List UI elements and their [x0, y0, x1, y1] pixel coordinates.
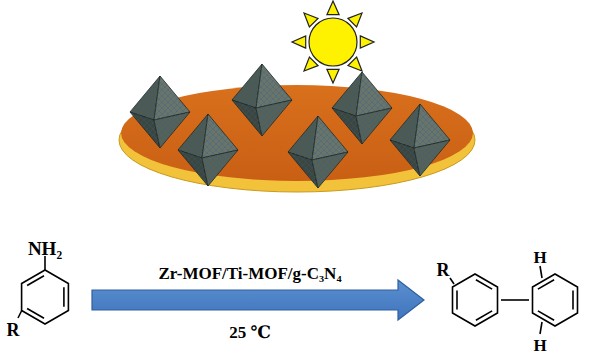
hydrogen-label: H [533, 249, 546, 266]
ring-outline [533, 274, 578, 326]
amine-group: NH₂ [28, 239, 62, 258]
sun [292, 1, 374, 83]
double-bond [476, 311, 492, 320]
sun-ray [360, 36, 374, 48]
sun-disc [309, 18, 357, 66]
mesh-sheet [178, 114, 238, 186]
double-bond [63, 287, 65, 306]
mesh-sheet [232, 64, 292, 136]
ring-outline [22, 270, 69, 324]
substituent-label: R [7, 321, 20, 339]
benzene-ring [533, 274, 578, 326]
double-bond [538, 311, 554, 320]
substituent-label: R [437, 261, 450, 279]
double-bond [538, 280, 554, 289]
temperature-label: 25 ℃ [229, 324, 271, 341]
double-bond [476, 280, 492, 289]
bond [44, 256, 46, 270]
bond [450, 278, 454, 284]
benzene-ring [22, 270, 69, 324]
mesh-sheet [288, 116, 348, 188]
ring-outline [453, 274, 498, 326]
double-bond [27, 309, 44, 319]
sun-ray [292, 36, 306, 48]
mof-octahedra [130, 64, 450, 188]
benzene-ring [453, 274, 498, 326]
double-bond [456, 291, 458, 310]
mesh-sheet [130, 76, 190, 148]
mesh-sheet [390, 104, 450, 176]
double-bond [572, 291, 574, 310]
wedge-bond [540, 266, 542, 278]
reaction-arrow [92, 280, 424, 320]
hydrogen-label: H [533, 337, 546, 354]
sun-ray [327, 69, 339, 83]
mesh-sheet [332, 72, 392, 144]
catalyst-label: Zr-MOF/Ti-MOF/g-C₃N₄ [159, 265, 342, 282]
bond [501, 299, 529, 301]
double-bond [27, 276, 44, 286]
wedge-bond [540, 322, 542, 334]
sun-ray [327, 1, 339, 15]
bond [18, 310, 22, 318]
